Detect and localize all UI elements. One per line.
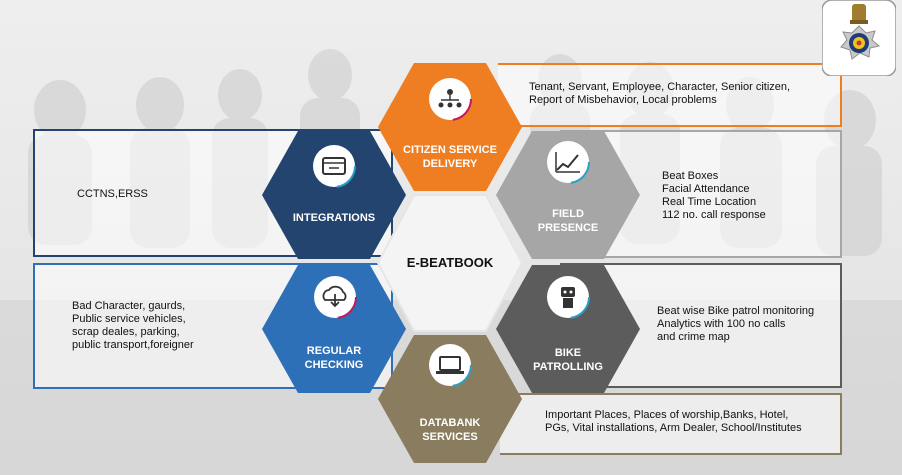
- databank-details-text: Important Places, Places of worship,Bank…: [545, 409, 802, 434]
- hierarchy-icon: [428, 77, 472, 121]
- bike-patrolling-hexagon: [496, 265, 640, 393]
- integrations-label: INTEGRATIONS: [292, 212, 376, 224]
- databank-hexagon: [378, 335, 522, 463]
- field-presence-label: FIELD PRESENCE: [537, 208, 599, 234]
- laptop-icon: [428, 343, 472, 387]
- bike-patrolling-details-text: Beat wise Bike patrol monitoring Analyti…: [657, 305, 815, 343]
- regular-checking-details-text: Bad Character, gaurds, Public service ve…: [72, 300, 194, 351]
- databank-label: DATABANK SERVICES: [419, 417, 481, 443]
- databank-details-box: [500, 393, 842, 455]
- field-presence-details-text: Beat Boxes Facial Attendance Real Time L…: [662, 170, 766, 221]
- integrations-details-text: CCTNS,ERSS: [77, 188, 148, 200]
- police-emblem-logo: [822, 0, 896, 76]
- center-hexagon: [376, 194, 524, 332]
- citizen-details-box: [498, 63, 842, 127]
- cloud-download-icon: [313, 275, 357, 319]
- regular-checking-label: REGULAR CHECKING: [304, 345, 364, 371]
- integrations-hexagon: [262, 131, 406, 259]
- chart-icon: [546, 140, 590, 184]
- bike-patrolling-label: BIKE PATROLLING: [533, 347, 603, 373]
- browser-window-icon: [312, 144, 356, 188]
- center-title: E-BEATBOOK: [406, 255, 494, 270]
- citizen-hexagon: [378, 63, 522, 191]
- citizen-label: CITIZEN SERVICE DELIVERY: [403, 144, 497, 170]
- regular-checking-hexagon: [262, 265, 406, 393]
- robot-icon: [546, 275, 590, 319]
- field-presence-hexagon: [496, 131, 640, 259]
- citizen-details-text: Tenant, Servant, Employee, Character, Se…: [529, 81, 791, 106]
